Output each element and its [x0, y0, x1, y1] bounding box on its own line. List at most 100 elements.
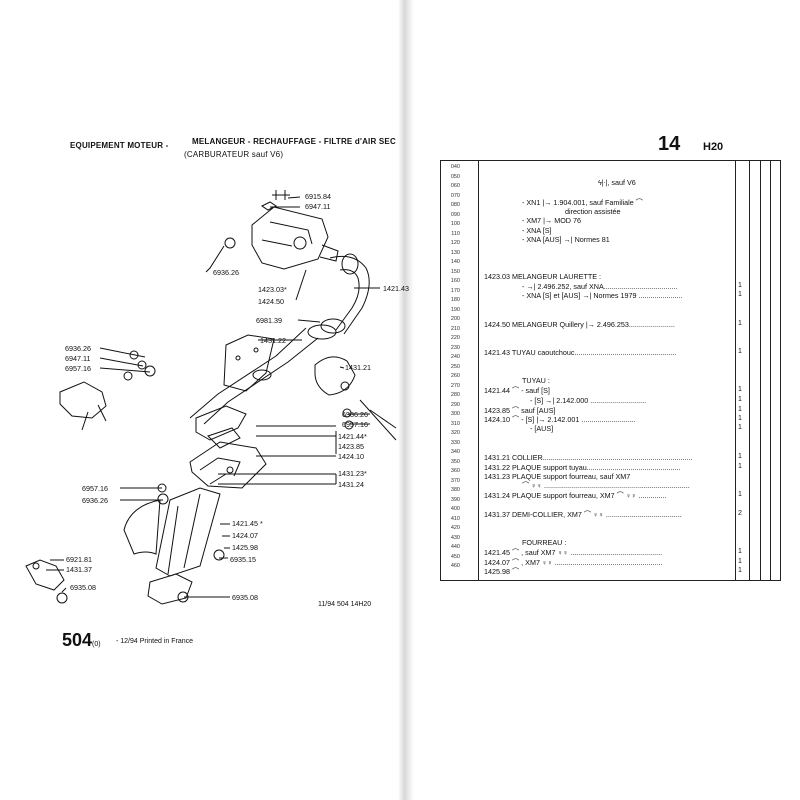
catalog-line: - XNA [S] et [AUS] →| Normes 1979 ......…: [522, 291, 683, 300]
row-number: 160: [450, 278, 460, 284]
part-label: 6936.26: [82, 496, 108, 505]
row-number: 060: [450, 183, 460, 189]
row-number: 040: [450, 164, 460, 170]
row-number: 350: [450, 458, 460, 465]
part-label: 6957.16: [65, 364, 91, 373]
quantity: 1: [738, 282, 742, 289]
row-number: 380: [450, 487, 460, 493]
catalog-line: 1421.45 ⌒ , sauf XM7 ♀♀ ................…: [484, 548, 663, 557]
row-number: 070: [450, 192, 460, 199]
part-label: 6957.16: [82, 484, 108, 493]
page-title-line1: MELANGEUR - RECHAUFFAGE - FILTRE d'AIR S…: [192, 137, 396, 146]
table-col-divider: [760, 160, 761, 580]
row-number: 420: [450, 525, 460, 531]
part-label: 1431.23*: [338, 469, 367, 478]
quantity: 1: [738, 567, 742, 574]
quantity: 1: [738, 320, 742, 327]
row-number: 270: [450, 382, 460, 389]
row-number: 230: [450, 344, 460, 351]
row-number: 080: [450, 202, 460, 208]
part-label: 6947.11: [65, 354, 91, 363]
catalog-line: - XM7 |→ MOD 76: [522, 216, 581, 225]
part-label: 6947.11: [305, 202, 331, 211]
row-number: 450: [450, 553, 460, 560]
catalog-line: ⌒ ♀♀ ...................................…: [522, 481, 690, 490]
quantity: 1: [738, 386, 742, 393]
row-number: 150: [450, 268, 460, 275]
page-ref: 11/94 504 14H20: [318, 601, 372, 608]
catalog-line: 1431.22 PLAQUE support tuyau............…: [484, 463, 681, 472]
part-label: 1421.43: [383, 284, 409, 293]
part-label: 1423.85: [338, 442, 364, 451]
quantity: 2: [738, 510, 742, 517]
row-number: 120: [450, 240, 460, 246]
quantity: 1: [738, 348, 742, 355]
row-number: 240: [450, 354, 460, 360]
catalog-line: ϟ|ᐧ|, sauf V6: [598, 178, 636, 187]
table-border-bottom: [440, 580, 781, 581]
row-number: 220: [450, 335, 460, 341]
row-number: 360: [450, 468, 460, 474]
row-number: 250: [450, 363, 460, 370]
catalog-line: - XN1 |→ 1.904.001, sauf Familiale ⌒: [522, 198, 643, 207]
part-label: 1431.22: [260, 336, 286, 345]
table-border-left: [440, 160, 441, 580]
part-label: 1431.37: [66, 565, 92, 574]
row-number: 050: [450, 173, 460, 180]
catalog-line: 1424.10 ⌒ - [S] |→ 2.142.001 ...........…: [484, 415, 636, 424]
part-label: 6935.08: [232, 593, 258, 602]
part-label: 6935.08: [70, 583, 96, 592]
row-number: 370: [450, 477, 460, 484]
row-number: 100: [450, 221, 460, 227]
catalog-line: 1424.50 MELANGEUR Quillery |→ 2.496.253.…: [484, 320, 675, 329]
catalog-line: - XNA [AUS] →| Normes 81: [522, 235, 610, 244]
table-border-right: [780, 160, 781, 580]
page-number: 504(0): [62, 630, 101, 651]
row-number: 400: [450, 506, 460, 512]
catalog-line: 1425.98 ⌒: [484, 567, 520, 576]
part-label: 1424.10: [338, 452, 364, 461]
quantity: 1: [738, 558, 742, 565]
part-label: 6957.16: [342, 420, 368, 429]
catalog-line: 1431.23 PLAQUE support fourreau, sauf XM…: [484, 472, 631, 481]
catalog-line: - XNA [S]: [522, 226, 552, 235]
row-number: 180: [450, 297, 460, 303]
row-number: 090: [450, 211, 460, 218]
page-group-number: 14: [658, 133, 681, 155]
catalog-line: TUYAU :: [522, 376, 550, 385]
page-title-line2: (CARBURATEUR sauf V6): [184, 150, 284, 159]
part-label: 1431.21: [345, 363, 371, 372]
quantity: 1: [738, 415, 742, 422]
quantity: 1: [738, 396, 742, 403]
row-number: 440: [450, 544, 460, 550]
printed-note: - 12/94 Printed in France: [116, 638, 194, 645]
quantity: 1: [738, 453, 742, 460]
page-number-value: 504: [62, 630, 93, 650]
part-label: 1421.44*: [338, 432, 367, 441]
table-col-divider: [735, 160, 736, 580]
part-label: 1421.45 *: [232, 519, 263, 528]
row-number: 130: [450, 249, 460, 256]
table-col-divider: [749, 160, 750, 580]
part-label: 6921.81: [66, 555, 92, 564]
row-number: 340: [450, 449, 460, 455]
row-number: 170: [450, 287, 460, 294]
quantity: 1: [738, 491, 742, 498]
table-border-top: [440, 160, 781, 161]
table-col-divider: [770, 160, 771, 580]
row-number: 210: [450, 325, 460, 332]
part-label: 1431.24: [338, 480, 364, 489]
section-title: EQUIPEMENT MOTEUR -: [70, 141, 169, 150]
row-number: 280: [450, 392, 460, 398]
catalog-line: - [AUS]: [530, 424, 554, 433]
catalog-line: - [S] →| 2.142.000 .....................…: [530, 396, 647, 405]
row-number: 390: [450, 496, 460, 503]
catalog-line: - →| 2.496.252, sauf XNA................…: [522, 282, 678, 291]
book-spine: [398, 0, 414, 800]
part-label: 1424.07: [232, 531, 258, 540]
quantity: 1: [738, 463, 742, 470]
catalog-line: 1431.24 PLAQUE support fourreau, XM7 ⌒ ♀…: [484, 491, 667, 500]
row-number: 320: [450, 430, 460, 436]
catalog-line: 1421.44 ⌒ - sauf [S]: [484, 386, 550, 395]
